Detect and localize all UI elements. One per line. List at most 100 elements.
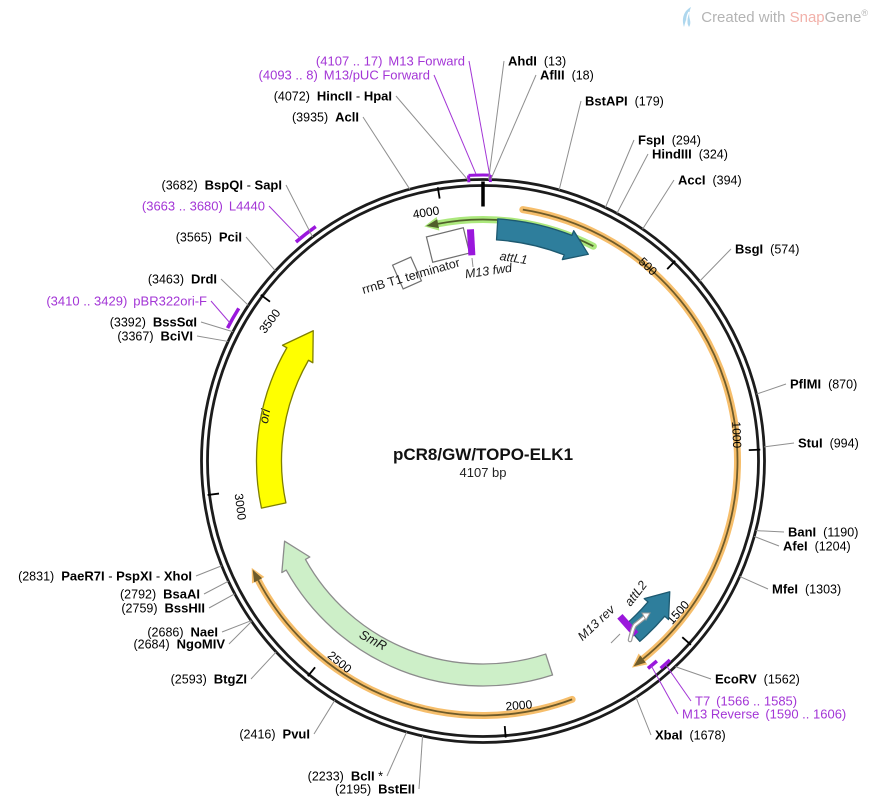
enzyme-label-BclI: (2233)BclI * [308, 769, 383, 784]
interior-label-M13-fwd: M13 fwd [464, 261, 514, 282]
callout-line-BstAPI [558, 100, 582, 191]
callout-line-DrdI [220, 278, 249, 306]
tick-1500 [681, 636, 692, 646]
callout-line-FspI [604, 139, 635, 208]
tick-3500 [260, 294, 271, 303]
callout-line-BsaAI [203, 580, 229, 595]
interior-label-ori: ori [256, 407, 273, 425]
enzyme-label-BciVI: (3367)BciVI [117, 329, 193, 344]
enzyme-label-BspQI-SapI: (3682)BspQI - SapI [162, 178, 282, 193]
callout-line-AfeI [754, 535, 780, 547]
tick-4000 [436, 187, 441, 199]
callout-line-MfeI [739, 576, 769, 590]
callout-line-BssHII [208, 593, 236, 609]
enzyme-label-AflII: AflII(18) [540, 68, 594, 83]
orf-arc-green-arrowhead [426, 219, 439, 229]
callout-line-AccI [642, 179, 675, 230]
callout-line-AhdI [488, 60, 505, 180]
callout-line-PciI [245, 236, 276, 272]
primer-label-M13-Forward: (4107 .. 17)M13 Forward [316, 54, 465, 69]
callout-line-PaeR7I-PspXI-XhoI [195, 565, 222, 577]
callout-line-AclI [362, 116, 411, 190]
tick-label-3000: 3000 [232, 493, 249, 522]
enzyme-label-BsgI: BsgI(574) [735, 242, 799, 257]
tick-label-2000: 2000 [505, 697, 533, 713]
callout-line-PflMI [756, 383, 787, 395]
callout-line-AflII [490, 74, 537, 180]
orf-arc-orange-right-line [522, 208, 739, 661]
m13-fwd-marker [466, 229, 476, 256]
interior-label-M13-rev: M13 rev [575, 602, 618, 644]
callout-line-M13-Forward [468, 60, 491, 175]
callout-line-HincII-HpaI [395, 95, 469, 181]
callout-line-L4440 [268, 205, 301, 239]
enzyme-label-FspI: FspI(294) [638, 133, 701, 148]
feature-arrow-ori [255, 330, 314, 509]
t7-promoter-glyph [628, 615, 647, 642]
enzyme-label-BssHII: (2759)BssHII [121, 601, 205, 616]
callout-line-XbaI [635, 697, 652, 736]
orf-arc-orange-bottom-arrowhead [252, 569, 263, 583]
tick-label-4000: 4000 [412, 203, 441, 221]
callout-line-BciVI [196, 335, 229, 342]
callout-line-StuI [764, 442, 795, 448]
callout-line-PvuI [313, 700, 336, 735]
enzyme-label-HindIII: HindIII(324) [652, 147, 728, 162]
enzyme-label-XbaI: XbaI(1678) [655, 728, 726, 743]
plasmid-name: pCR8/GW/TOPO-ELK1 [393, 445, 573, 464]
interior-callout-2 [610, 633, 621, 644]
tick-label-3500: 3500 [256, 306, 283, 336]
tick-500 [666, 260, 676, 270]
enzyme-label-PaeR7I-PspXI-XhoI: (2831)PaeR7I - PspXI - XhoI [18, 569, 192, 584]
feature-arrow-SmR [281, 540, 554, 687]
callout-line-NaeI [221, 620, 252, 633]
primer-label-L4440: (3663 .. 3680)L4440 [142, 199, 265, 214]
watermark-prefix: Created with [701, 9, 790, 26]
enzyme-label-BtgZI: (2593)BtgZI [171, 672, 247, 687]
tick-2000 [503, 726, 507, 738]
tick-2500 [307, 666, 316, 677]
orf-arc-orange-bottom-halo [253, 575, 576, 719]
callout-line-BspQI-SapI [285, 184, 314, 238]
interior-label-attL1: attL1 [499, 249, 529, 267]
enzyme-label-PciI: (3565)PciI [176, 230, 242, 245]
interior-callout-1 [471, 257, 474, 268]
pbr322ori-marker [225, 307, 241, 329]
orf-arc-orange-bottom-line [256, 578, 573, 717]
callout-line-BssSαI [200, 321, 234, 333]
tick-label-1000: 1000 [729, 421, 744, 449]
tick-3000 [207, 492, 220, 496]
feature-arrow-attL1 [495, 218, 589, 261]
t7-marker [659, 658, 672, 670]
callout-line-pBR322ori-F [210, 300, 231, 324]
enzyme-label-AclI: (3935)AclI [292, 110, 359, 125]
primer-label-pBR322ori-F: (3410 .. 3429)pBR322ori-F [46, 294, 207, 309]
t7-promoter-glyph-arrowhead [641, 612, 651, 622]
backbone-outer-ring [200, 178, 766, 744]
enzyme-label-StuI: StuI(994) [798, 436, 859, 451]
callout-line-EcoRV [675, 666, 712, 680]
enzyme-label-PflMI: PflMI(870) [790, 377, 857, 392]
enzyme-label-MfeI: MfeI(1303) [772, 582, 841, 597]
primer-label-M13-pUC-Forward: (4093 .. 8)M13/pUC Forward [259, 68, 430, 83]
watermark-brand-snap: Snap [789, 9, 825, 26]
enzyme-label-BanI: BanI(1190) [788, 525, 858, 540]
snapgene-watermark: Created with SnapGene® [678, 6, 868, 28]
enzyme-label-BssSαI: (3392)BssSαI [110, 315, 197, 330]
watermark-brand-gene: Gene [824, 9, 862, 26]
callout-line-NgoMIV [228, 621, 253, 645]
enzyme-label-HincII-HpaI: (4072)HincII - HpaI [274, 89, 392, 104]
enzyme-label-NaeI: (2686)NaeI [147, 625, 218, 640]
enzyme-label-PvuI: (2416)PvuI [239, 727, 310, 742]
enzyme-label-BsaAI: (2792)BsaAI [120, 587, 200, 602]
enzyme-label-DrdI: (3463)DrdI [148, 272, 217, 287]
enzyme-label-EcoRV: EcoRV(1562) [715, 672, 800, 687]
rrnb-t1-terminator-box-1 [425, 227, 471, 263]
callout-line-T7 [664, 663, 692, 702]
enzyme-label-NgoMIV: (2684)NgoMIV [133, 637, 225, 652]
callout-line-M13-pUC-Forward [433, 74, 477, 175]
rrnb-t1-terminator-box-2 [391, 256, 423, 290]
callout-line-BstEII [418, 735, 424, 790]
watermark-registered-mark: ® [861, 8, 868, 18]
